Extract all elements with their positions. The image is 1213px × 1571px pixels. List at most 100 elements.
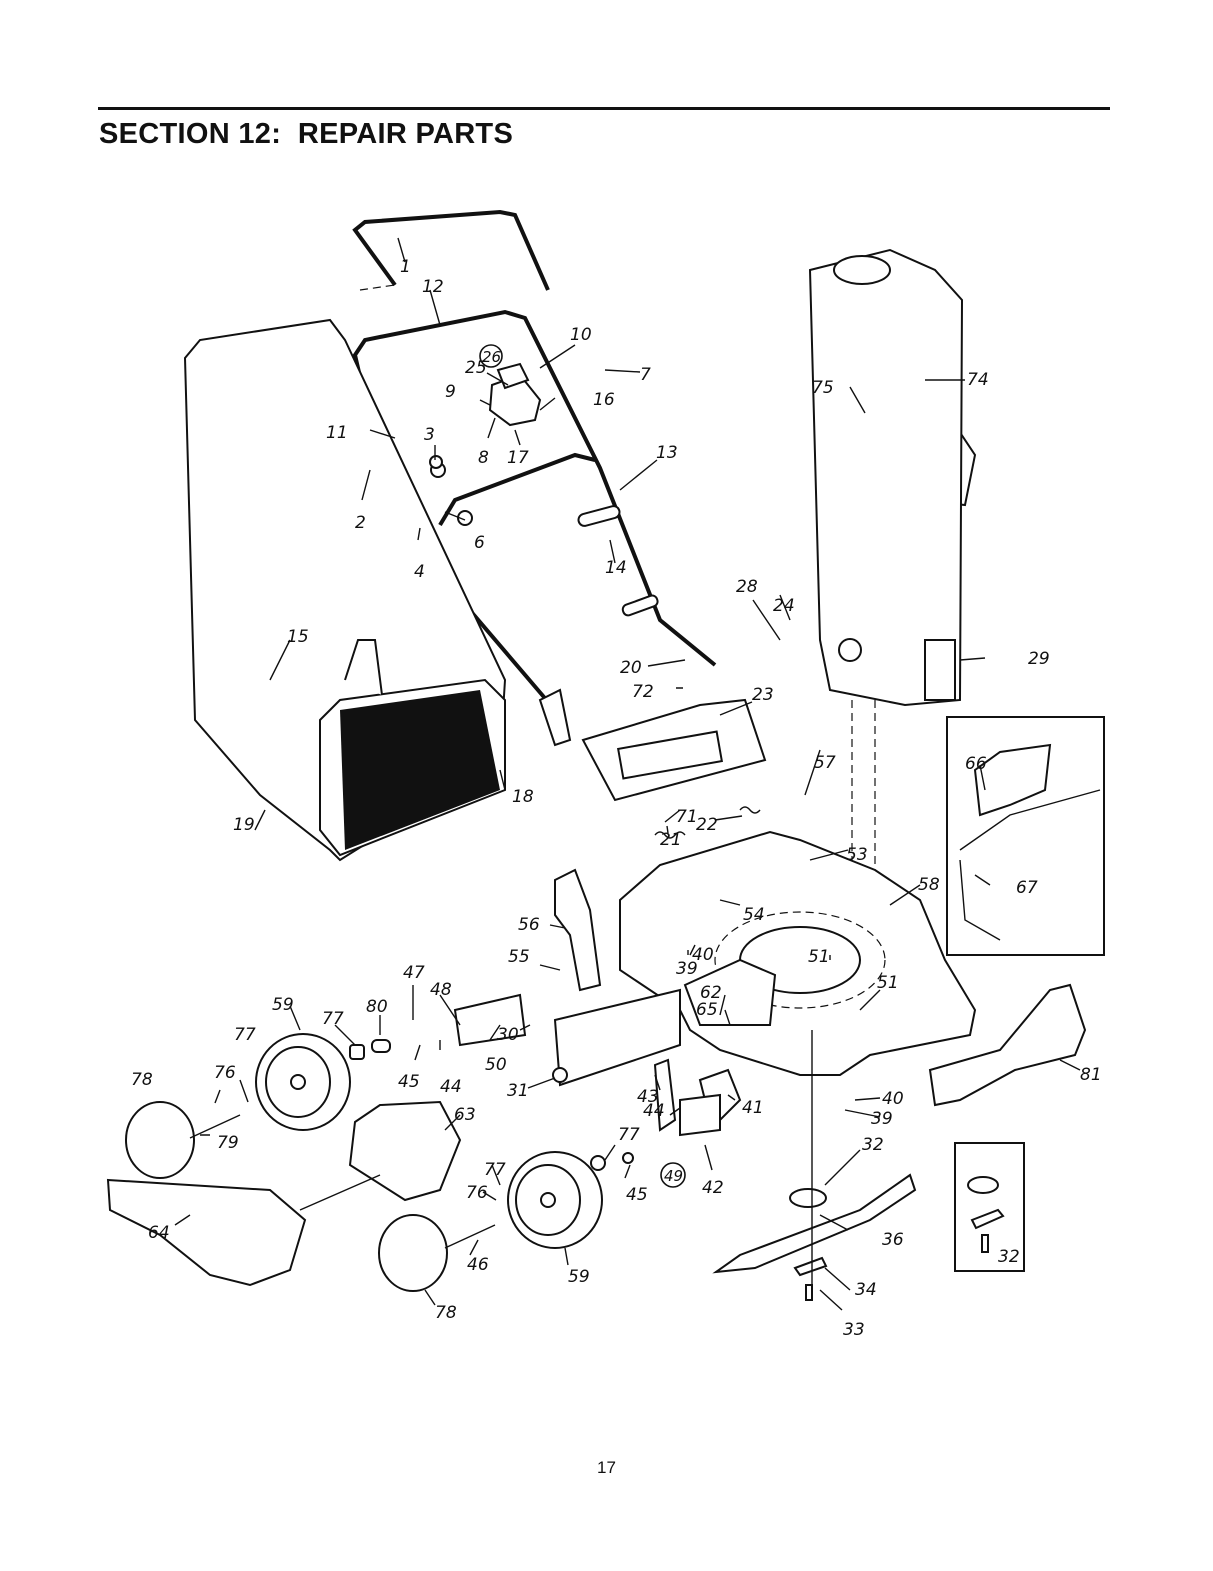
callout-67: 67 <box>1016 878 1038 898</box>
upper-handle <box>352 209 550 291</box>
washer-45-front <box>622 1152 634 1164</box>
spring-22 <box>739 806 761 814</box>
callout-40a: 40 <box>692 945 714 965</box>
callout-21: 21 <box>660 830 682 850</box>
callout-8: 8 <box>478 448 489 468</box>
height-adjuster-rear <box>554 868 602 992</box>
callout-31: 31 <box>507 1081 529 1101</box>
front-wheel <box>507 1151 603 1249</box>
hubcap-rear <box>125 1101 195 1179</box>
callout-2: 2 <box>355 513 366 533</box>
callout-44b: 44 <box>643 1101 665 1121</box>
height-adjuster-front <box>653 1058 677 1132</box>
callout-44a: 44 <box>440 1077 462 1097</box>
callout-75: 75 <box>812 378 834 398</box>
callout-16: 16 <box>593 390 615 410</box>
callout-47: 47 <box>403 963 425 983</box>
hubcap-front <box>378 1214 448 1292</box>
knob-3 <box>429 455 443 469</box>
callout-15: 15 <box>287 627 309 647</box>
callout-26: 26 <box>482 348 501 366</box>
callout-79: 79 <box>217 1133 239 1153</box>
callout-49-circle <box>660 1162 686 1188</box>
nut-77 <box>349 1044 365 1060</box>
callout-77d: 77 <box>484 1160 506 1180</box>
blade-assembly <box>712 1030 917 1301</box>
callout-36: 36 <box>882 1230 904 1250</box>
callout-29: 29 <box>1028 649 1050 669</box>
callout-51a: 51 <box>808 947 830 967</box>
callout-51b: 51 <box>877 973 899 993</box>
engine <box>808 248 964 930</box>
page-number: 17 <box>597 1458 616 1477</box>
callout-50: 50 <box>485 1055 507 1075</box>
callout-55: 55 <box>508 947 530 967</box>
callout-3: 3 <box>424 425 435 445</box>
callout-39a: 39 <box>676 959 698 979</box>
callout-78b: 78 <box>435 1303 457 1323</box>
callout-48: 48 <box>430 980 452 1000</box>
callout-42: 42 <box>702 1178 724 1198</box>
callout-9: 9 <box>445 382 456 402</box>
callout-33: 33 <box>843 1320 865 1340</box>
callout-labels: 1 12 10 26 25 7 9 16 11 3 8 17 13 2 6 4 … <box>131 257 1102 1340</box>
callout-80: 80 <box>366 997 388 1017</box>
callout-32a: 32 <box>862 1135 884 1155</box>
discharge-chute <box>106 1178 307 1287</box>
front-bumper <box>928 983 1087 1107</box>
rear-door <box>581 698 767 802</box>
callout-45a: 45 <box>398 1072 420 1092</box>
callout-53: 53 <box>846 845 868 865</box>
grip-lower <box>621 594 659 617</box>
callout-20: 20 <box>620 658 642 678</box>
callout-26-circle <box>479 344 503 368</box>
bracket-42 <box>679 1093 721 1137</box>
callout-45b: 45 <box>626 1185 648 1205</box>
callout-57: 57 <box>814 753 836 773</box>
callout-13: 13 <box>656 443 678 463</box>
callout-7: 7 <box>640 365 651 385</box>
callout-41: 41 <box>742 1098 764 1118</box>
callout-77a: 77 <box>322 1009 344 1029</box>
nut-77-front <box>590 1155 606 1171</box>
callout-56: 56 <box>518 915 540 935</box>
rear-baffle <box>552 988 681 1087</box>
callout-1: 1 <box>400 257 411 277</box>
callout-64: 64 <box>148 1223 170 1243</box>
callout-77c: 77 <box>618 1125 640 1145</box>
page-title: SECTION 12: REPAIR PARTS <box>99 118 514 150</box>
callout-77b: 77 <box>234 1025 256 1045</box>
callout-6: 6 <box>474 533 485 553</box>
callout-30: 30 <box>497 1025 519 1045</box>
leader-lines <box>174 237 1081 1311</box>
inset-blade-adapter <box>954 1142 1025 1272</box>
callout-78a: 78 <box>131 1070 153 1090</box>
callout-59a: 59 <box>272 995 294 1015</box>
grass-bag <box>183 318 507 862</box>
knob-6 <box>457 510 473 526</box>
callout-14: 14 <box>605 558 627 578</box>
callout-49: 49 <box>664 1167 683 1185</box>
callout-76b: 76 <box>466 1183 488 1203</box>
callout-11: 11 <box>326 423 348 443</box>
bracket-48-50 <box>453 993 527 1047</box>
callout-32b: 32 <box>998 1247 1020 1267</box>
callout-63: 63 <box>454 1105 476 1125</box>
callout-28: 28 <box>736 577 758 597</box>
callout-24: 24 <box>773 596 795 616</box>
callout-66: 66 <box>965 754 987 774</box>
callout-25: 25 <box>465 358 487 378</box>
control-bracket <box>488 362 542 427</box>
deck <box>619 830 977 1076</box>
callout-59b: 59 <box>568 1267 590 1287</box>
callout-23: 23 <box>752 685 774 705</box>
callout-43: 43 <box>637 1087 659 1107</box>
callout-65: 65 <box>696 1000 718 1020</box>
callout-46: 46 <box>467 1255 489 1275</box>
callout-12: 12 <box>422 277 444 297</box>
callout-39b: 39 <box>871 1109 893 1129</box>
spacer-80 <box>371 1039 391 1053</box>
callout-62: 62 <box>700 983 722 1003</box>
bolt-79 <box>189 1114 241 1139</box>
